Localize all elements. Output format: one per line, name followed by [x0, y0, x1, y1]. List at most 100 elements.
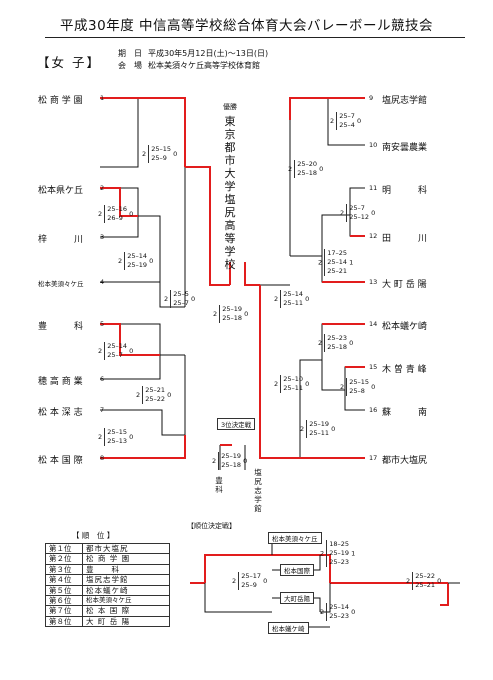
rank-cell: 第７位 [45, 605, 83, 617]
team-name-right: 田 川 [382, 234, 428, 244]
set-scores: 17–25 25–14 25–21 [324, 249, 347, 276]
third-place-label: 3位決定戦 [217, 418, 256, 430]
match-score: 2 25–15 25–8 0 [340, 378, 375, 396]
set-scores: 25–19 25–18 [219, 305, 242, 323]
seed-number: 14 [369, 320, 378, 328]
team-name-right: 蘇 南 [382, 408, 428, 418]
rank-team-cell: 都市大塩尻 [82, 542, 170, 555]
team-name-left: 穂 高 商 業 [38, 377, 83, 387]
score-loser-sets: 0 [305, 295, 310, 303]
bracket-lines-red [100, 97, 449, 606]
ranking-row: 第５位松本蟻ケ崎 [45, 584, 170, 597]
score-loser-sets: 0 [319, 165, 324, 173]
match-score: 2 25–19 25–18 0 [212, 452, 247, 470]
score-loser-sets: 0 [356, 117, 362, 125]
date-label: 期 日 [118, 49, 142, 58]
seed-number: 11 [369, 184, 378, 192]
placement-team: 松本蟻ケ崎 [268, 622, 309, 634]
set-scores: 25–17 25–9 [238, 572, 261, 590]
score-winner-sets: 2 [318, 339, 323, 347]
score-winner-sets: 2 [142, 150, 147, 158]
team-name-left: 松 本 国 際 [38, 456, 83, 466]
match-score: 2 25–14 25–7 0 [98, 342, 133, 360]
set-scores: 25–19 25–18 [218, 452, 241, 470]
set-scores: 25–19 25–11 [306, 420, 329, 438]
score-loser-sets: 0 [371, 209, 376, 217]
team-name-left: 松本県ケ丘 [38, 186, 84, 196]
match-score: 2 25–15 25–9 0 [142, 145, 177, 163]
set-scores: 25–14 25–23 [326, 603, 349, 621]
set-scores: 25–16 26–9 [104, 205, 127, 223]
score-winner-sets: 2 [98, 433, 103, 441]
score-loser-sets: 0 [173, 150, 178, 158]
score-loser-sets: 0 [305, 380, 310, 388]
seed-number: 15 [369, 363, 378, 371]
match-score: 2 25–16 26–9 0 [98, 205, 133, 223]
date-value: 平成30年5月12日(土)～13日(日) [148, 49, 269, 58]
set-scores: 25–22 25–21 [412, 572, 435, 590]
seed-number: 7 [100, 406, 105, 414]
ranking-row: 第８位大 町 岳 陽 [45, 615, 170, 628]
score-loser-sets: 0 [371, 383, 376, 391]
team-name-left: 梓 川 [38, 235, 84, 245]
score-loser-sets: 0 [243, 457, 248, 465]
team-name-right: 塩尻志学館 [382, 96, 428, 106]
match-score: 2 18–25 25–19 25–23 1 [320, 540, 355, 567]
match-score: 2 25–14 25–11 0 [274, 290, 309, 308]
page-title: 平成30年度 中信高等学校総合体育大会バレーボール競技会 [60, 18, 433, 34]
score-loser-sets: 0 [129, 210, 134, 218]
team-name-left: 豊 科 [38, 322, 84, 332]
rank-cell: 第４位 [45, 574, 83, 586]
match-score: 2 25–14 25–19 0 [118, 252, 153, 270]
champion-label: 優勝 [223, 103, 237, 111]
score-winner-sets: 2 [118, 257, 123, 265]
ranking-row: 第２位松 商 学 園 [45, 553, 170, 565]
rank-team-cell: 松本美須々ケ丘 [82, 595, 170, 607]
venue-value: 松本美須々ケ丘高等学校体育館 [148, 61, 260, 70]
score-winner-sets: 2 [406, 577, 411, 585]
match-score: 2 25–20 25–18 0 [288, 160, 323, 178]
score-loser-sets: 0 [263, 577, 268, 585]
placement-team: 松本美須々ケ丘 [268, 532, 322, 544]
seed-number: 8 [100, 454, 105, 462]
score-winner-sets: 2 [330, 117, 335, 125]
seed-number: 10 [369, 141, 378, 149]
set-scores: 25–14 25–11 [280, 290, 303, 308]
set-scores: 25–14 25–7 [104, 342, 127, 360]
score-winner-sets: 2 [136, 391, 141, 399]
score-winner-sets: 2 [98, 347, 103, 355]
match-score: 2 17–25 25–14 25–21 1 [318, 249, 353, 276]
match-score: 2 25–22 25–21 0 [406, 572, 441, 590]
match-score: 2 25–15 25–13 0 [98, 428, 133, 446]
score-loser-sets: 1 [351, 549, 356, 558]
score-winner-sets: 2 [213, 310, 218, 318]
rank-cell: 第６位 [45, 595, 83, 607]
seed-number: 12 [369, 232, 378, 240]
rank-team-cell: 大 町 岳 陽 [82, 615, 170, 628]
match-score: 2 25–17 25–9 0 [232, 572, 267, 590]
match-score: 2 25–10 25–11 0 [274, 375, 309, 393]
team-name-left: 松 本 深 志 [38, 408, 83, 418]
seed-number: 5 [100, 320, 105, 328]
rank-cell: 第３位 [45, 563, 83, 576]
placement-team: 大町岳陽 [280, 592, 314, 604]
ranking-row: 第１位都市大塩尻 [45, 542, 170, 555]
seed-number: 16 [369, 406, 378, 414]
seed-number: 4 [100, 278, 105, 286]
score-winner-sets: 2 [274, 380, 279, 388]
division-label: 【女 子】 [37, 55, 101, 70]
score-winner-sets: 2 [320, 608, 325, 616]
score-winner-sets: 2 [340, 383, 345, 391]
score-winner-sets: 2 [274, 295, 279, 303]
rank-cell: 第２位 [45, 553, 83, 565]
set-scores: 25–15 25–9 [148, 145, 171, 163]
score-loser-sets: 0 [437, 577, 442, 585]
set-scores: 25–5 25–7 [170, 290, 189, 308]
match-score: 2 25–7 25–12 0 [340, 204, 375, 222]
set-scores: 25–15 25–13 [104, 428, 127, 446]
third-team-b: 塩尻志学館 [254, 468, 262, 513]
set-scores: 25–20 25–18 [294, 160, 317, 178]
set-scores: 25–23 25–18 [324, 334, 347, 352]
ranking-row: 第７位松 本 国 際 [45, 605, 170, 617]
rank-team-cell: 松 本 国 際 [82, 605, 170, 617]
